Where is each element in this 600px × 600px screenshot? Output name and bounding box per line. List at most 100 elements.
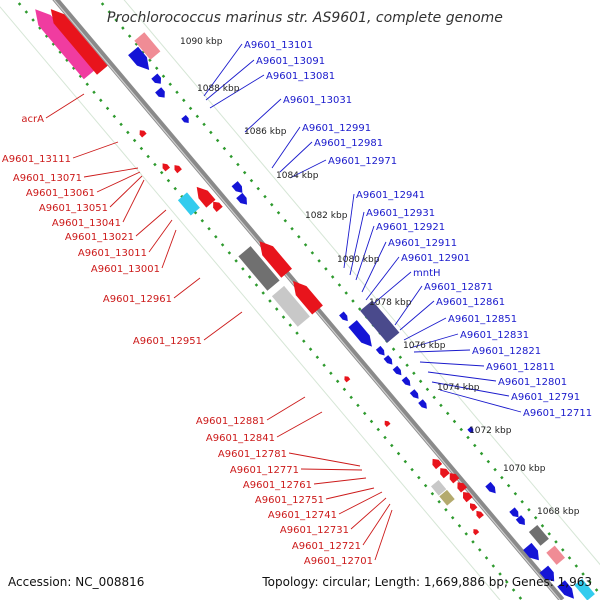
gene-feature-9 [174,165,182,174]
gene-feature-44 [528,525,549,546]
forward-leader-21 [439,389,522,413]
gene-feature-36 [463,492,473,503]
forward-leader-19 [427,371,497,382]
gene-feature-48 [557,580,574,599]
gene-feature-20 [360,300,400,343]
gene-feature-26 [409,389,419,399]
coordinate-label-8: 1074 kbp [437,383,480,393]
reverse-gene-label-14: A9601_12771 [230,465,299,476]
gene-feature-38 [470,503,478,512]
forward-gene-label-17: A9601_12821 [472,346,541,357]
reverse-leader-1 [72,141,119,159]
gene-feature-4 [151,73,161,84]
reverse-leader-5 [122,179,145,223]
gene-feature-35 [457,482,468,493]
reverse-gene-label-1: A9601_13111 [2,154,71,165]
gene-feature-40 [467,426,474,433]
reverse-gene-label-8: A9601_13001 [91,264,160,275]
forward-leader-20 [431,381,510,397]
gene-features [35,9,595,600]
gene-feature-24 [392,365,402,376]
forward-gene-label-13: A9601_12871 [424,282,493,293]
forward-leader-8 [349,211,365,276]
forward-leader-0 [203,43,243,97]
reverse-leader-11 [266,396,306,421]
forward-gene-label-20: A9601_12791 [511,392,580,403]
inner-faint-track [0,6,501,600]
forward-gene-label-19: A9601_12801 [498,377,567,388]
forward-leader-13 [394,285,423,326]
forward-gene-label-8: A9601_12931 [366,208,435,219]
gene-feature-43 [515,515,525,525]
gene-feature-31 [440,468,450,479]
reverse-gene-label-2: A9601_13071 [13,173,82,184]
reverse-leader-17 [338,491,383,515]
gene-feature-39 [476,510,484,519]
gene-feature-18 [293,281,323,315]
reverse-leader-10 [203,311,243,341]
forward-leader-7 [343,193,355,269]
gene-feature-6 [181,115,189,123]
reverse-leader-13 [288,452,361,467]
forward-leader-10 [361,241,387,293]
reverse-leader-15 [313,477,367,485]
reverse-leader-16 [325,487,375,500]
reverse-gene-label-11: A9601_12881 [196,416,265,427]
reverse-leader-4 [109,175,143,208]
reverse-gene-label-0: acrA [21,114,44,125]
reverse-gene-label-10: A9601_12951 [133,336,202,347]
label-leader-lines [45,43,522,561]
forward-gene-label-4: A9601_12991 [302,123,371,134]
gene-feature-41 [473,529,480,536]
gene-labels: A9601_13101A9601_13091A9601_13081A9601_1… [2,40,592,567]
reverse-gene-label-12: A9601_12841 [206,433,275,444]
reverse-gene-label-17: A9601_12741 [268,510,337,521]
reverse-leader-6 [135,209,167,237]
gene-feature-1 [50,9,108,75]
gene-feature-19 [348,320,372,347]
reverse-leader-20 [374,509,393,561]
accession-text: Accession: NC_008816 [8,575,144,589]
gene-feature-8 [162,163,170,172]
coordinate-label-5: 1080 kbp [337,255,380,265]
forward-leader-6 [289,159,327,179]
forward-leader-5 [279,141,313,173]
gene-feature-14 [236,192,247,205]
reverse-gene-label-18: A9601_12731 [280,525,349,536]
gene-feature-11 [177,192,200,216]
forward-gene-label-7: A9601_12941 [356,190,425,201]
gene-feature-25 [401,376,411,386]
reverse-leader-14 [300,468,363,471]
gene-feature-42 [509,507,519,518]
gene-feature-21 [339,311,348,322]
forward-gene-label-6: A9601_12971 [328,156,397,167]
reverse-leader-9 [173,277,201,299]
gene-feature-23 [383,355,393,365]
reverse-gene-label-7: A9601_13011 [78,248,147,259]
forward-gene-label-11: A9601_12901 [401,253,470,264]
forward-leader-16 [409,333,459,349]
gene-feature-49 [574,578,595,600]
forward-leader-1 [205,59,255,101]
reverse-gene-label-6: A9601_13021 [65,232,134,243]
reverse-gene-label-16: A9601_12751 [255,495,324,506]
gene-feature-27 [418,399,427,409]
reverse-leader-3 [96,171,141,193]
coordinate-label-0: 1090 kbp [180,37,223,47]
forward-gene-label-15: A9601_12851 [448,314,517,325]
forward-gene-label-1: A9601_13091 [256,56,325,67]
gene-feature-12 [213,201,223,212]
reverse-gene-label-13: A9601_12781 [218,449,287,460]
coordinate-label-3: 1084 kbp [276,171,319,181]
coordinate-label-11: 1068 kbp [537,507,580,517]
reverse-gene-label-3: A9601_13061 [26,188,95,199]
forward-leader-15 [403,317,447,341]
forward-gene-label-5: A9601_12981 [314,138,383,149]
forward-gene-label-3: A9601_13031 [283,95,352,106]
coordinate-label-4: 1082 kbp [305,211,348,221]
gene-feature-16 [259,241,292,278]
forward-gene-label-9: A9601_12921 [376,222,445,233]
gene-feature-22 [375,345,385,356]
